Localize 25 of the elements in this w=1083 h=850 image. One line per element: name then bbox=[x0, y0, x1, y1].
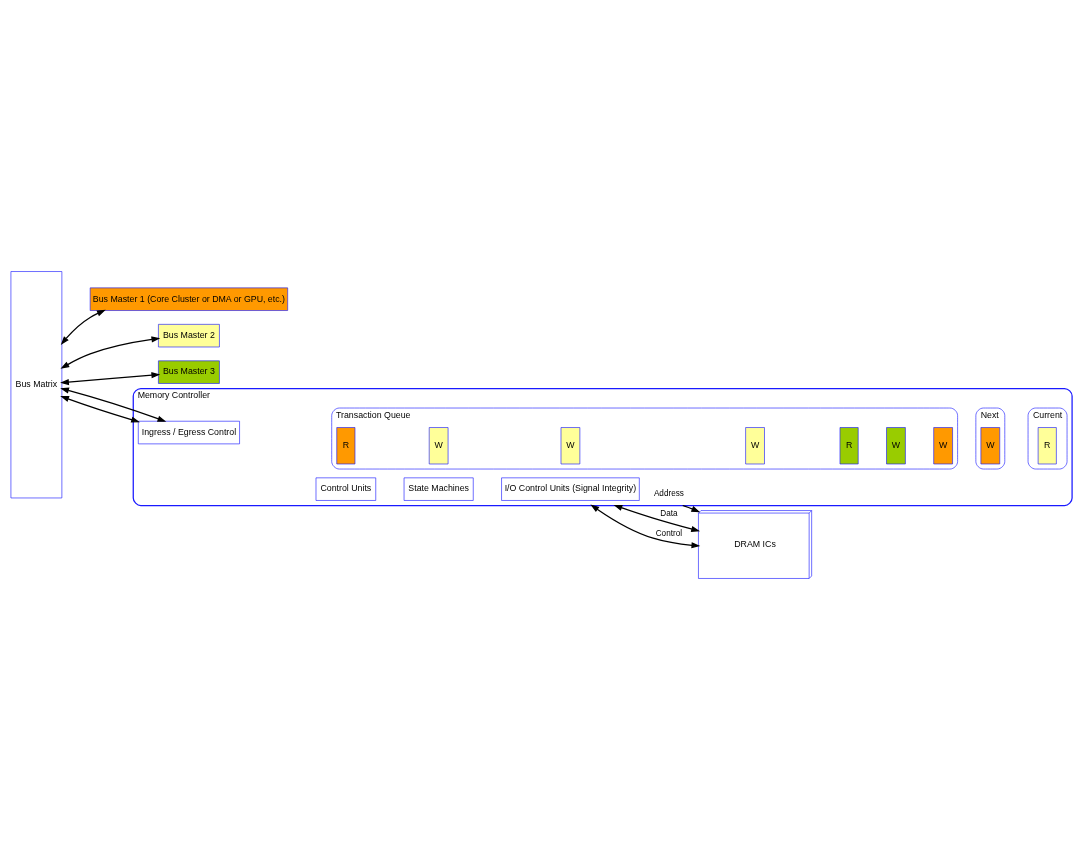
node-box: R bbox=[1037, 427, 1057, 465]
node-box: W bbox=[980, 427, 1001, 465]
node-box: W bbox=[933, 427, 953, 465]
arrow bbox=[60, 387, 167, 422]
node-box: W bbox=[428, 427, 449, 465]
node-box: W bbox=[745, 427, 765, 465]
node-box: R bbox=[839, 427, 859, 465]
arrow bbox=[60, 395, 140, 423]
node-box: R bbox=[336, 427, 356, 465]
node-box: W bbox=[560, 427, 581, 465]
arrow bbox=[60, 309, 106, 345]
node-box: W bbox=[886, 427, 906, 465]
arrow bbox=[60, 336, 161, 369]
node-box: Bus Master 1 (Core Cluster or DMA or GPU, etc.) bbox=[89, 287, 288, 311]
node-box: State Machines bbox=[403, 477, 474, 501]
node-box: Bus Master 3 bbox=[158, 360, 220, 384]
arrow bbox=[613, 504, 701, 532]
node-box: Bus Master 2 bbox=[158, 324, 220, 348]
node-box: Control Units bbox=[315, 477, 377, 501]
node-box: Ingress / Egress Control bbox=[137, 420, 240, 445]
node-box: Bus Matrix bbox=[10, 271, 63, 499]
node-box: I/O Control Units (Signal Integrity) bbox=[501, 477, 640, 501]
arrow bbox=[60, 372, 161, 386]
arrow bbox=[682, 504, 701, 513]
arrow bbox=[590, 504, 701, 549]
